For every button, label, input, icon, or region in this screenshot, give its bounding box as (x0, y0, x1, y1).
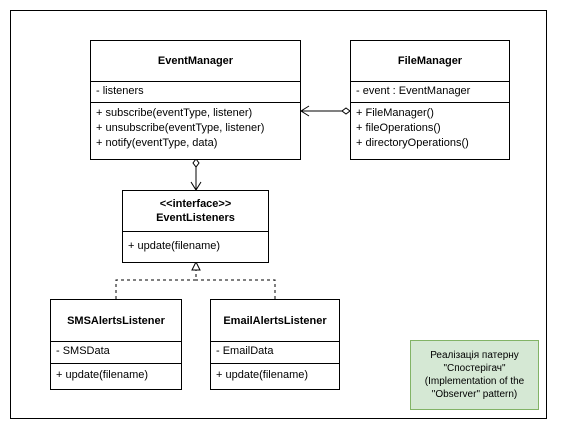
class-sms-alerts-listener[interactable]: SMSAlertsListener - SMSData + update(fil… (50, 299, 182, 390)
method: + notify(eventType, data) (96, 137, 218, 149)
attribute: - EmailData (216, 345, 274, 357)
attributes-section: - listeners (91, 82, 300, 103)
realization-email-to-interface (196, 279, 276, 299)
arrowhead-eventmanager (300, 105, 310, 117)
aggregation-diamond-eventmanager (192, 158, 200, 168)
class-name: FileManager (351, 41, 509, 82)
method: + FileManager() (356, 107, 434, 119)
method: + subscribe(eventType, listener) (96, 107, 253, 119)
class-name: EmailAlertsListener (211, 300, 339, 342)
class-event-manager[interactable]: EventManager - listeners + subscribe(eve… (90, 40, 301, 160)
interface-event-listeners[interactable]: <<interface>> EventListeners + update(fi… (122, 190, 269, 263)
note-line: Реалізація патерну (430, 350, 519, 361)
pattern-note: Реалізація патерну "Спостерігач" (Implem… (410, 340, 539, 410)
methods-section: + update(filename) (123, 232, 268, 257)
method: + fileOperations() (356, 122, 441, 134)
aggregation-diamond-filemanager (341, 107, 351, 115)
class-name: SMSAlertsListener (51, 300, 181, 342)
methods-section: + FileManager() + fileOperations() + dir… (351, 103, 509, 154)
methods-section: + update(filename) (211, 364, 339, 386)
note-line: "Спостерігач" (443, 363, 506, 374)
method: + directoryOperations() (356, 137, 469, 149)
methods-section: + update(filename) (51, 364, 181, 386)
method: + update(filename) (56, 369, 149, 381)
attributes-section: - EmailData (211, 342, 339, 364)
class-name-text: FileManager (397, 55, 463, 67)
attributes-section: - event : EventManager (351, 82, 509, 103)
realization-sms-to-interface (115, 270, 197, 299)
method: + update(filename) (216, 369, 309, 381)
class-name: EventManager (91, 41, 300, 82)
diagram-frame (10, 10, 547, 419)
attributes-section: - SMSData (51, 342, 181, 364)
class-name-text: EventManager (157, 55, 234, 67)
class-name-text: SMSAlertsListener (67, 314, 165, 327)
attribute: - listeners (96, 85, 144, 97)
attribute: - event : EventManager (356, 85, 471, 97)
realization-triangle (191, 260, 201, 271)
interface-stereotype: <<interface>> (159, 198, 232, 210)
note-line: (Implementation of the (424, 376, 525, 387)
class-file-manager[interactable]: FileManager - event : EventManager + Fil… (350, 40, 510, 160)
interface-header: <<interface>> EventListeners (123, 191, 268, 232)
attribute: - SMSData (56, 345, 110, 357)
method: + update(filename) (128, 240, 221, 252)
method: + unsubscribe(eventType, listener) (96, 122, 265, 134)
note-line: "Observer" pattern) (431, 389, 518, 400)
interface-name: EventListeners (156, 212, 235, 224)
class-email-alerts-listener[interactable]: EmailAlertsListener - EmailData + update… (210, 299, 340, 390)
methods-section: + subscribe(eventType, listener) + unsub… (91, 103, 300, 154)
class-name-text: EmailAlertsListener (223, 314, 327, 327)
